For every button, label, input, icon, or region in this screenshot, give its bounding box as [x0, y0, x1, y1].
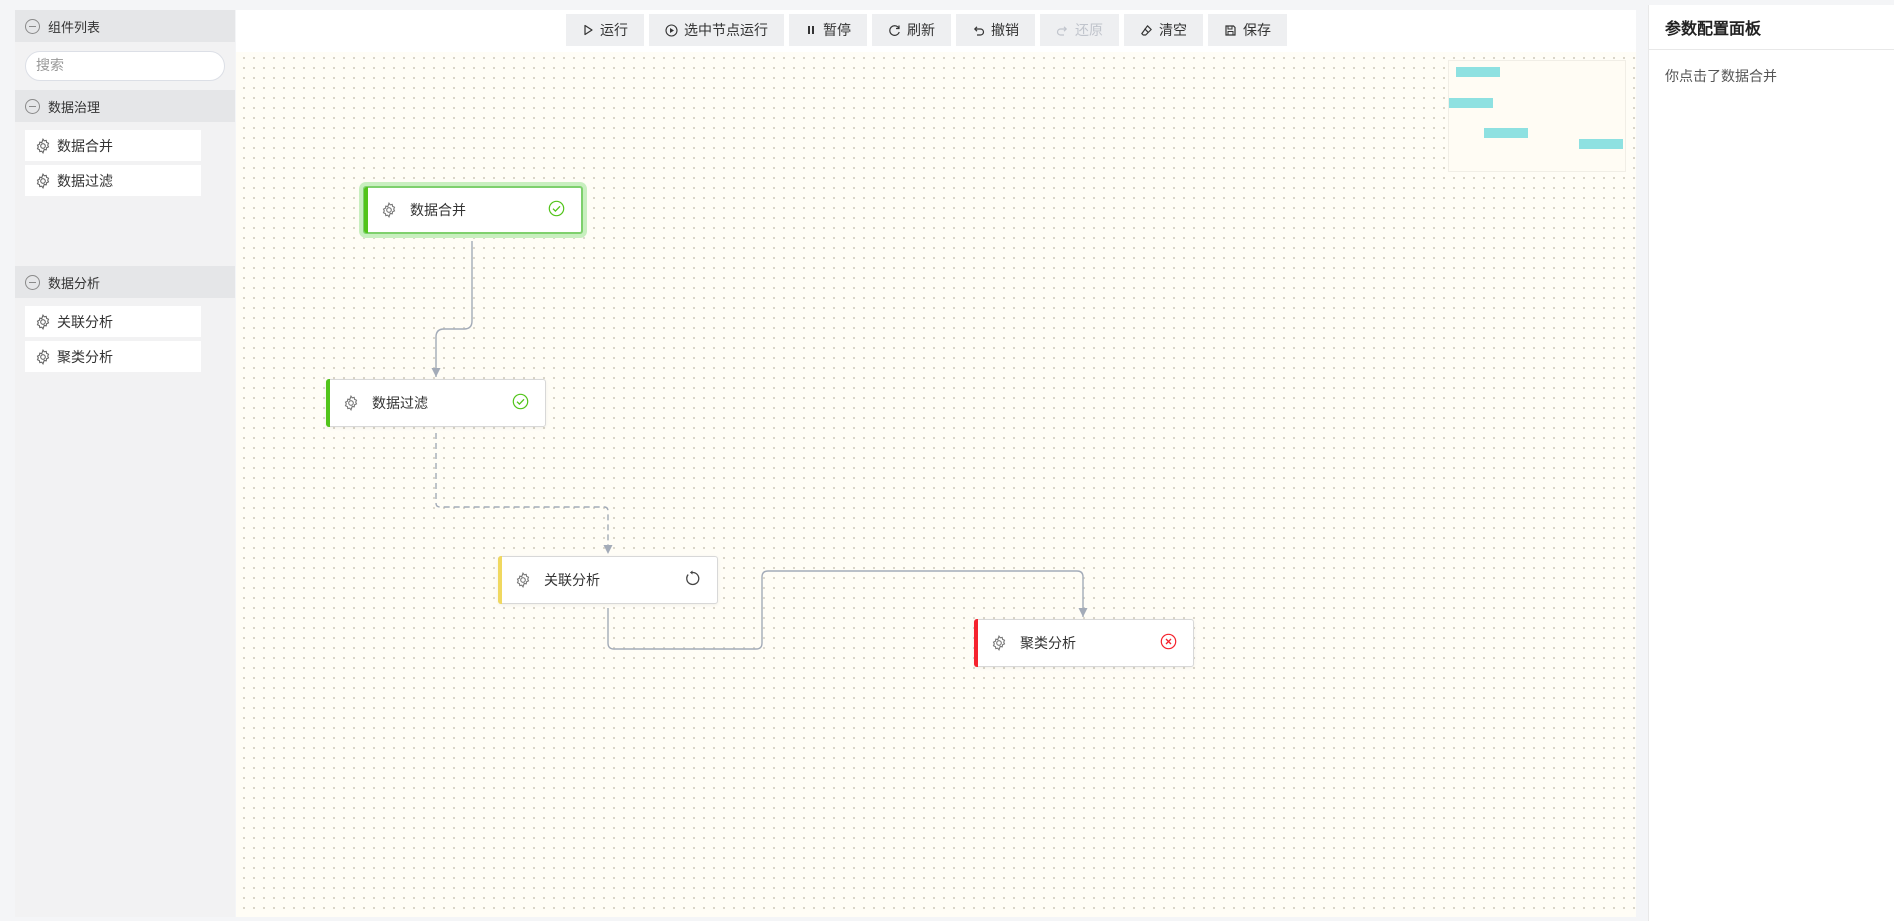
clear-button-label: 清空 [1159, 23, 1187, 39]
gear-icon [35, 348, 51, 365]
group-header-data-analysis[interactable]: 数据分析 [15, 266, 235, 298]
group-title: 数据分析 [48, 276, 101, 292]
gear-icon [343, 395, 359, 411]
group-items-data-analysis: 关联分析 聚类分析 [15, 298, 235, 372]
minimap-node [1449, 98, 1493, 108]
component-item-label: 数据合并 [57, 138, 113, 155]
gear-icon [35, 313, 51, 330]
group-title: 数据治理 [48, 100, 101, 116]
save-icon [1224, 24, 1237, 37]
edge-filter-to-association[interactable] [435, 433, 613, 554]
check-circle-icon [512, 393, 529, 414]
component-sidebar: 组件列表 数据治理 数据合并 数据过滤 数据分 [15, 10, 235, 917]
eraser-icon [1140, 24, 1153, 37]
gear-icon [515, 572, 531, 588]
redo-button-label: 还原 [1075, 23, 1103, 39]
node-label: 数据合并 [410, 203, 466, 219]
pause-button-label: 暂停 [823, 23, 851, 39]
component-item-data-merge[interactable]: 数据合并 [25, 130, 201, 161]
group-items-data-governance: 数据合并 数据过滤 [15, 122, 235, 266]
loading-icon [684, 570, 701, 591]
clear-button[interactable]: 清空 [1124, 14, 1203, 46]
minimap-node [1456, 67, 1500, 77]
refresh-icon [888, 24, 901, 37]
flow-node-association-analysis[interactable]: 关联分析 [498, 556, 718, 604]
component-list-title: 组件列表 [48, 20, 101, 36]
group-header-data-governance[interactable]: 数据治理 [15, 90, 235, 122]
gear-icon [381, 202, 397, 218]
check-circle-icon [548, 200, 565, 221]
node-label: 聚类分析 [1020, 636, 1076, 652]
undo-button-label: 撤销 [991, 23, 1019, 39]
refresh-button[interactable]: 刷新 [872, 14, 951, 46]
collapse-icon[interactable] [25, 98, 40, 114]
status-bar [498, 556, 502, 604]
undo-icon [972, 24, 985, 37]
component-item-label: 数据过滤 [57, 173, 113, 190]
config-panel-title: 参数配置面板 [1649, 5, 1894, 50]
gear-icon [35, 137, 51, 154]
node-label: 数据过滤 [372, 396, 428, 412]
status-bar [364, 187, 368, 233]
flow-node-cluster-analysis[interactable]: 聚类分析 [974, 619, 1194, 667]
search-input[interactable] [25, 51, 225, 81]
config-panel-message: 你点击了数据合并 [1665, 69, 1777, 85]
status-bar [326, 379, 330, 427]
redo-button[interactable]: 还原 [1040, 14, 1119, 46]
gear-icon [991, 635, 1007, 651]
run-button-label: 运行 [600, 23, 628, 39]
run-selected-node-button-label: 选中节点运行 [684, 23, 768, 39]
collapse-icon[interactable] [25, 274, 40, 290]
collapse-icon[interactable] [25, 18, 40, 34]
flow-node-data-filter[interactable]: 数据过滤 [326, 379, 546, 427]
component-item-association-analysis[interactable]: 关联分析 [25, 306, 201, 337]
play-circle-icon [665, 23, 678, 37]
pause-icon [805, 24, 817, 36]
component-item-label: 关联分析 [57, 314, 113, 331]
pause-button[interactable]: 暂停 [789, 14, 867, 46]
refresh-button-label: 刷新 [907, 23, 935, 39]
redo-icon [1056, 24, 1069, 37]
minimap[interactable] [1448, 60, 1626, 172]
config-panel: 参数配置面板 你点击了数据合并 [1648, 5, 1894, 921]
search-box [15, 42, 235, 90]
edge-merge-to-filter[interactable] [431, 241, 473, 377]
run-button[interactable]: 运行 [566, 14, 644, 46]
component-item-cluster-analysis[interactable]: 聚类分析 [25, 341, 201, 372]
close-circle-icon [1160, 633, 1177, 654]
component-item-data-filter[interactable]: 数据过滤 [25, 165, 201, 196]
toolbar: 运行 选中节点运行 暂停 刷新 撤销 还原 [566, 14, 1287, 46]
flow-node-data-merge[interactable]: 数据合并 [363, 186, 583, 234]
gear-icon [35, 172, 51, 189]
flow-canvas[interactable]: 运行 选中节点运行 暂停 刷新 撤销 还原 [236, 10, 1636, 917]
save-button[interactable]: 保存 [1208, 14, 1287, 46]
minimap-node [1484, 128, 1528, 138]
undo-button[interactable]: 撤销 [956, 14, 1035, 46]
play-icon [582, 24, 594, 36]
edge-association-to-cluster[interactable] [607, 570, 1088, 650]
node-label: 关联分析 [544, 573, 600, 589]
edges-layer [431, 241, 1088, 650]
component-item-label: 聚类分析 [57, 349, 113, 366]
status-bar [974, 619, 978, 667]
run-selected-node-button[interactable]: 选中节点运行 [649, 14, 784, 46]
minimap-node [1579, 139, 1623, 149]
component-list-header[interactable]: 组件列表 [15, 10, 235, 42]
save-button-label: 保存 [1243, 23, 1271, 39]
